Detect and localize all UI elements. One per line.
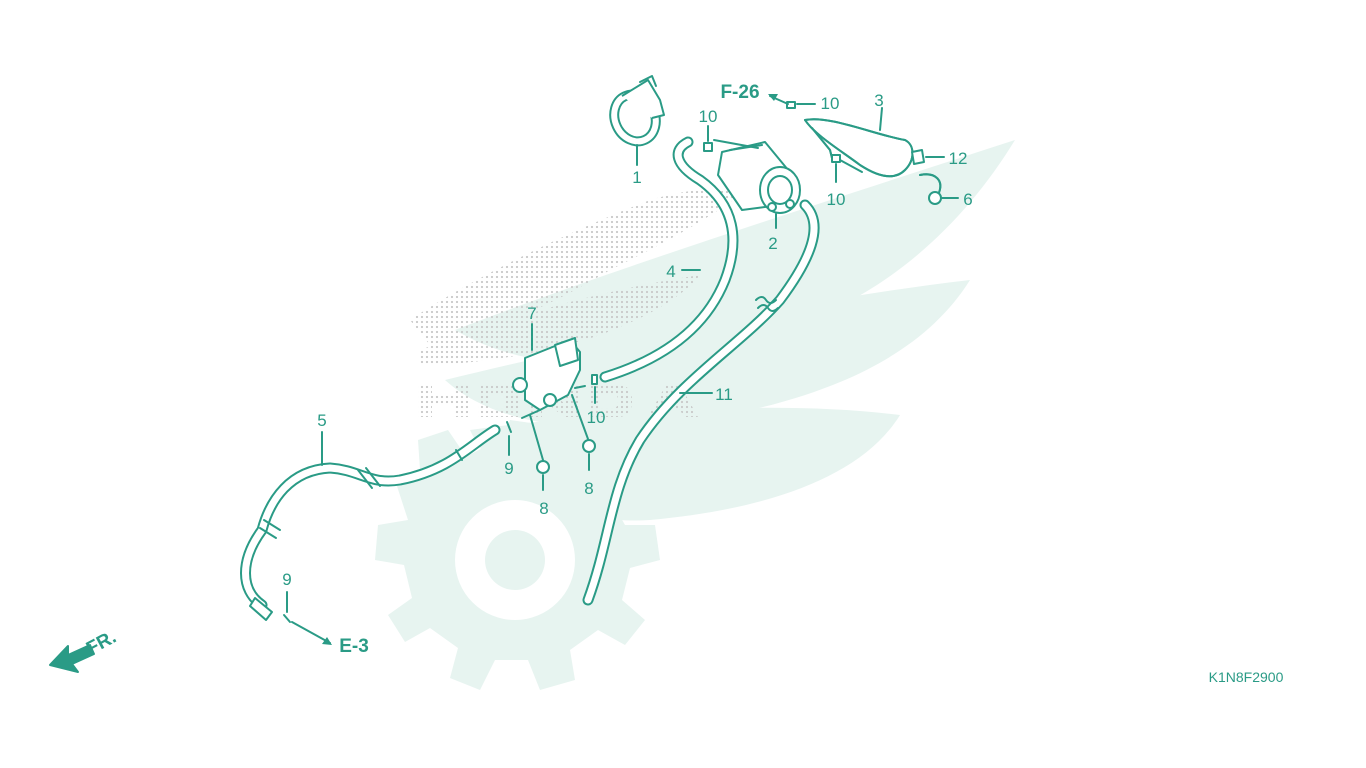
dotted-wing-graphic	[410, 189, 740, 417]
callout-9-b: 9	[282, 570, 291, 589]
part-1-band[interactable]	[601, 75, 668, 166]
part-8-grommet-b[interactable]	[571, 394, 596, 471]
part-12-joint[interactable]	[911, 149, 945, 165]
part-9-clip-b[interactable]	[283, 591, 291, 623]
reference-e3-arrow[interactable]	[291, 621, 332, 645]
part-10-clip-d[interactable]	[591, 374, 598, 404]
callout-7: 7	[527, 304, 536, 323]
reference-f26-arrow[interactable]	[768, 94, 789, 105]
part-8-grommet-a[interactable]	[529, 414, 550, 491]
callout-10-a: 10	[699, 107, 718, 126]
diagram-code: K1N8F2900	[1209, 669, 1284, 685]
callout-3: 3	[874, 91, 883, 110]
part-5-hose[interactable]	[240, 424, 501, 621]
part-7-valve[interactable]	[512, 323, 586, 419]
callout-10-c: 10	[827, 190, 846, 209]
reference-f26-label[interactable]: F-26	[720, 82, 759, 103]
part-3-tube[interactable]	[804, 107, 914, 178]
callout-5: 5	[317, 411, 326, 430]
front-direction-arrow-icon	[49, 644, 95, 673]
callout-11: 11	[715, 385, 733, 404]
part-9-clip-a[interactable]	[506, 421, 512, 456]
part-10-clip-b[interactable]	[786, 101, 816, 109]
callout-1: 1	[632, 168, 641, 187]
callout-6: 6	[963, 190, 972, 209]
part-2-canister[interactable]	[717, 141, 801, 229]
callout-10-d: 10	[587, 408, 606, 427]
callout-12: 12	[949, 149, 968, 168]
callout-9-a: 9	[504, 459, 513, 478]
reference-e3-label[interactable]: E-3	[339, 636, 369, 657]
part-10-clip-a[interactable]	[703, 125, 759, 152]
callout-10-b: 10	[821, 94, 840, 113]
part-6-tube[interactable]	[919, 173, 959, 205]
part-11-hose[interactable]	[582, 199, 820, 606]
callout-8-a: 8	[539, 499, 548, 518]
part-4-hose[interactable]	[599, 136, 739, 383]
callout-8-b: 8	[584, 479, 593, 498]
callout-2: 2	[768, 234, 777, 253]
callout-4: 4	[666, 262, 675, 281]
part-10-clip-c[interactable]	[831, 154, 863, 183]
